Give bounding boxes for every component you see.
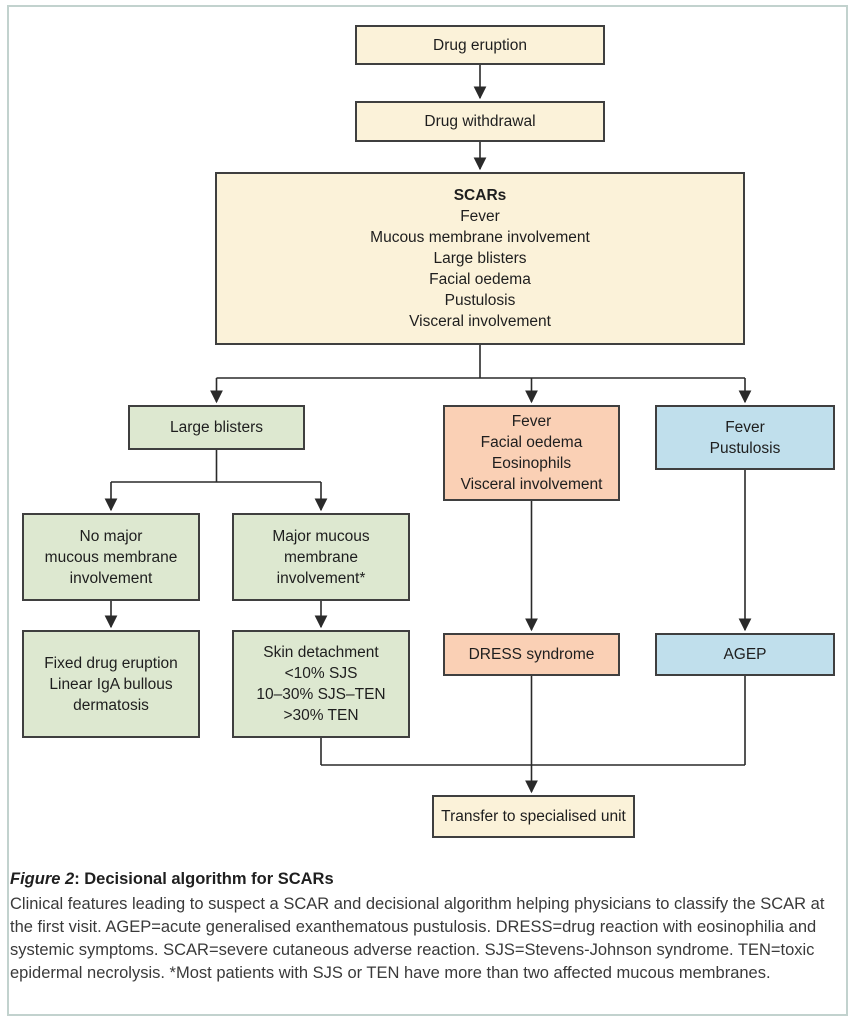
node-skin-detachment-line: 10–30% SJS–TEN bbox=[256, 686, 386, 703]
node-scars-line: Visceral involvement bbox=[409, 313, 551, 330]
figure-frame bbox=[7, 5, 848, 1016]
node-dress-features-line: Visceral involvement bbox=[460, 476, 603, 493]
node-drug-withdrawal: Drug withdrawal bbox=[355, 101, 605, 142]
node-agep-label: AGEP bbox=[723, 646, 767, 663]
node-fixed-drug-eruption-line: Linear IgA bullous bbox=[49, 675, 173, 693]
node-transfer-label: Transfer to specialised unit bbox=[441, 808, 626, 825]
node-agep: AGEP bbox=[655, 633, 835, 676]
node-transfer: Transfer to specialised unit bbox=[432, 795, 635, 838]
node-large-blisters-label: Large blisters bbox=[169, 419, 264, 436]
figure-caption: Figure 2: Decisional algorithm for SCARs… bbox=[10, 868, 848, 985]
node-agep-features-line: Pustulosis bbox=[709, 439, 781, 457]
node-no-major-mucous-line: mucous membrane bbox=[44, 548, 178, 566]
node-skin-detachment-line: >30% TEN bbox=[283, 707, 359, 724]
node-no-major-mucous-line: No major bbox=[79, 527, 143, 545]
node-no-major-mucous: No major mucous membrane involvement bbox=[22, 513, 200, 601]
node-dress-features-line: Eosinophils bbox=[491, 455, 572, 472]
node-major-mucous-line: membrane bbox=[283, 548, 359, 566]
node-fixed-drug-eruption: Fixed drug eruption Linear IgA bullous d… bbox=[22, 630, 200, 738]
node-scars-line: Large blisters bbox=[433, 250, 527, 267]
node-skin-detachment-line: Skin detachment bbox=[263, 644, 379, 661]
node-scars-line: Facial oedema bbox=[429, 271, 531, 288]
node-scars-line: Mucous membrane involvement bbox=[370, 229, 590, 246]
node-agep-features: Fever Pustulosis bbox=[655, 405, 835, 470]
node-major-mucous: Major mucous membrane involvement* bbox=[232, 513, 410, 601]
node-dress-features-line: Fever bbox=[511, 413, 552, 430]
node-fixed-drug-eruption-line: dermatosis bbox=[73, 696, 149, 714]
caption-body: Clinical features leading to suspect a S… bbox=[10, 895, 825, 982]
node-skin-detachment: Skin detachment <10% SJS 10–30% SJS–TEN … bbox=[232, 630, 410, 738]
node-dress-features-line: Facial oedema bbox=[480, 434, 583, 451]
node-dress-features: Fever Facial oedema Eosinophils Visceral… bbox=[443, 405, 620, 501]
node-dress-syndrome: DRESS syndrome bbox=[443, 633, 620, 676]
node-agep-features-line: Fever bbox=[725, 418, 765, 436]
caption-figure-label: Figure 2 bbox=[10, 870, 75, 888]
node-fixed-drug-eruption-line: Fixed drug eruption bbox=[44, 654, 178, 672]
node-no-major-mucous-line: involvement bbox=[69, 569, 153, 587]
node-large-blisters: Large blisters bbox=[128, 405, 305, 450]
node-drug-eruption-label: Drug eruption bbox=[433, 36, 527, 54]
node-dress-syndrome-label: DRESS syndrome bbox=[468, 646, 595, 663]
node-scars-title: SCARs bbox=[453, 187, 507, 204]
node-skin-detachment-line: <10% SJS bbox=[284, 665, 358, 682]
caption-title: Figure 2: Decisional algorithm for SCARs bbox=[10, 868, 848, 891]
node-drug-withdrawal-label: Drug withdrawal bbox=[424, 113, 536, 130]
node-major-mucous-line: involvement* bbox=[276, 569, 366, 587]
node-scars: SCARs Fever Mucous membrane involvement … bbox=[215, 172, 745, 345]
node-scars-line: Pustulosis bbox=[444, 292, 516, 309]
caption-title-text: : Decisional algorithm for SCARs bbox=[74, 870, 334, 888]
node-drug-eruption: Drug eruption bbox=[355, 25, 605, 65]
node-scars-line: Fever bbox=[460, 208, 500, 225]
node-major-mucous-line: Major mucous bbox=[272, 527, 370, 545]
